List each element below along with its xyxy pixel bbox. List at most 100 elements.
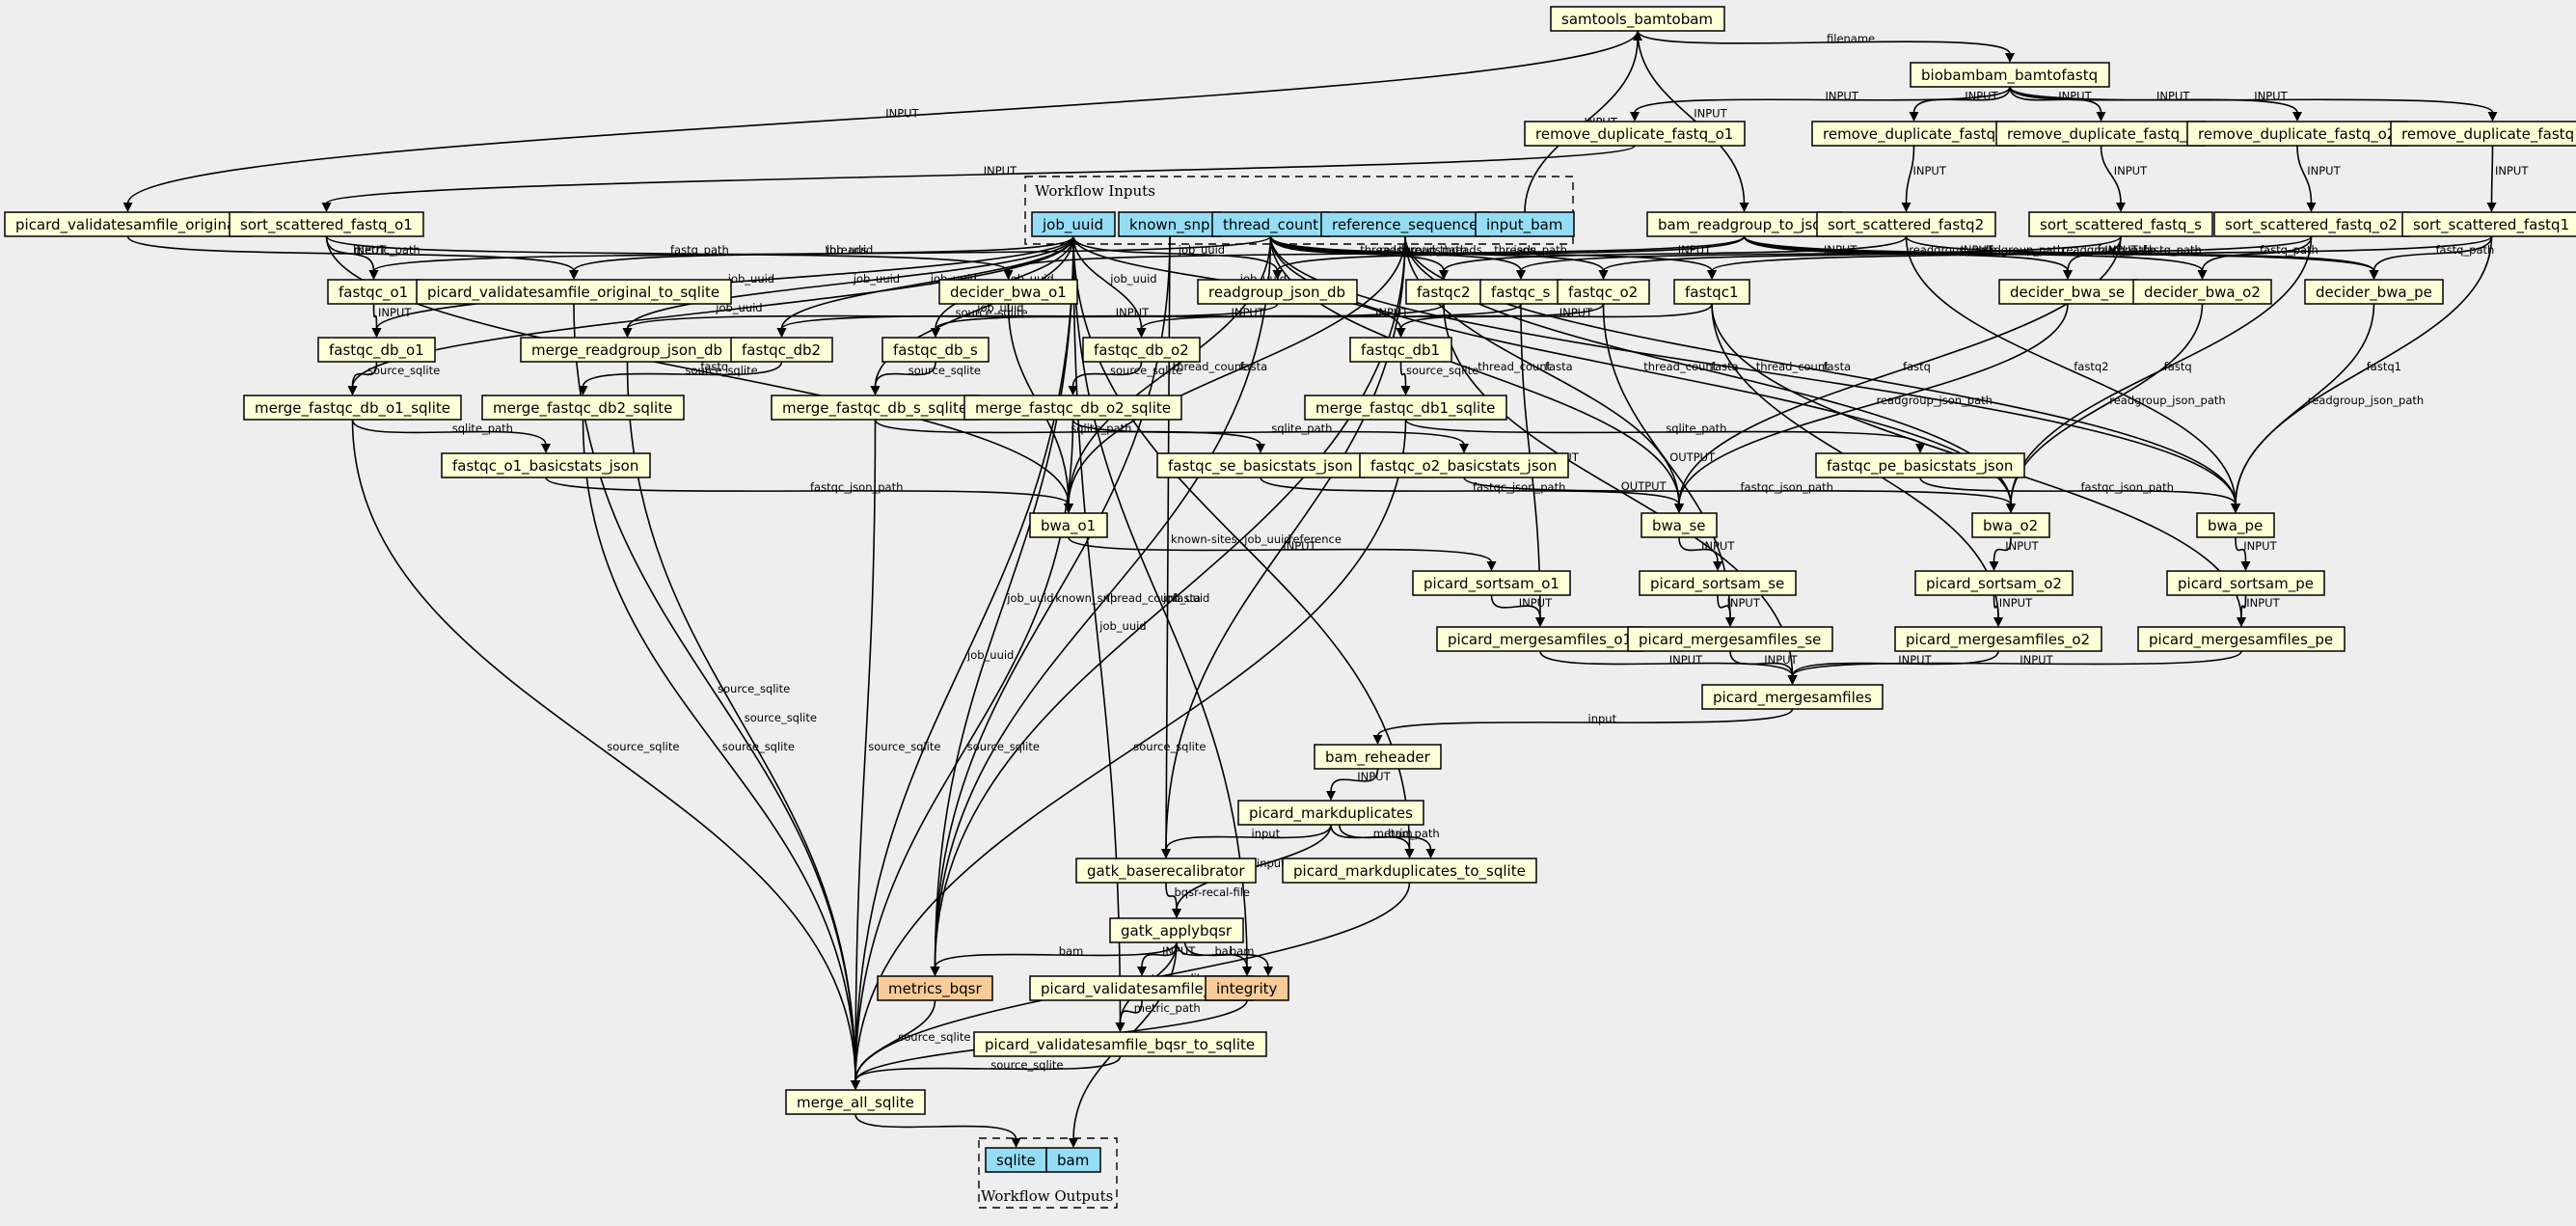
node-remove-duplicate-fastq1[interactable]: remove_duplicate_fastq1 — [2390, 121, 2576, 147]
node-gatk-applybqsr[interactable]: gatk_applybqsr — [1109, 917, 1244, 943]
node-decider-bwa-pe[interactable]: decider_bwa_pe — [2304, 279, 2444, 305]
node-decider-bwa-o2[interactable]: decider_bwa_o2 — [2132, 279, 2272, 305]
edge-label: readgroup_path — [2062, 243, 2150, 257]
node-fastqc-db1[interactable]: fastqc_db1 — [1349, 337, 1452, 363]
node-fastqc-db-s[interactable]: fastqc_db_s — [881, 337, 990, 363]
node-biobambam-bamtofastq[interactable]: biobambam_bamtofastq — [1910, 62, 2110, 88]
node-picard-markduplicates[interactable]: picard_markduplicates — [1237, 800, 1424, 826]
node-sort-scattered-fastq-o1[interactable]: sort_scattered_fastq_o1 — [229, 211, 424, 237]
node-box — [1320, 211, 1490, 237]
node-fastqc-pe-basicstats-json[interactable]: fastqc_pe_basicstats_json — [1815, 452, 2025, 478]
node-picard-mergesamfiles-o1[interactable]: picard_mergesamfiles_o1 — [1436, 626, 1644, 652]
node-known-snp[interactable]: known_snp — [1118, 211, 1222, 237]
edge-label: threads — [1360, 243, 1402, 257]
node-remove-duplicate-fastq-o2[interactable]: remove_duplicate_fastq_o2 — [2186, 121, 2408, 147]
node-box — [1646, 211, 1842, 237]
edge-line — [1119, 999, 1143, 1024]
node-thread-count[interactable]: thread_count — [1211, 211, 1330, 237]
node-fastqc-o2-basicstats-json[interactable]: fastqc_o2_basicstats_json — [1359, 452, 1569, 478]
node-reference-sequence[interactable]: reference_sequence — [1320, 211, 1490, 237]
node-fastqc-o1[interactable]: fastqc_o1 — [327, 279, 420, 305]
node-label: remove_duplicate_fastq1 — [2401, 125, 2576, 144]
edge: INPUT — [1136, 303, 1605, 338]
node-picard-validatesamfile-bqsr-to-sqlite[interactable]: picard_validatesamfile_bqsr_to_sqlite — [973, 1031, 1267, 1057]
node-merge-fastqc-db1-sqlite[interactable]: merge_fastqc_db1_sqlite — [1304, 395, 1507, 421]
node-label: fastqc_o1_basicstats_json — [452, 457, 638, 476]
node-merge-readgroup-json-db[interactable]: merge_readgroup_json_db — [520, 337, 735, 363]
node-metrics-bqsr[interactable]: metrics_bqsr — [877, 975, 993, 1001]
node-merge-fastqc-db-o2-sqlite[interactable]: merge_fastqc_db_o2_sqlite — [963, 395, 1182, 421]
node-decider-bwa-se[interactable]: decider_bwa_se — [1998, 279, 2137, 305]
node-merge-fastqc-db2-sqlite[interactable]: merge_fastqc_db2_sqlite — [481, 395, 685, 421]
node-picard-sortsam-o1[interactable]: picard_sortsam_o1 — [1412, 570, 1571, 596]
node-fastqc-o2[interactable]: fastqc_o2 — [1557, 279, 1650, 305]
node-fastqc-s[interactable]: fastqc_s — [1479, 279, 1562, 305]
node-picard-mergesamfiles-o2[interactable]: picard_mergesamfiles_o2 — [1894, 626, 2102, 652]
node-sort-scattered-fastq2[interactable]: sort_scattered_fastq2 — [1816, 211, 1996, 237]
node-merge-fastqc-db-o1-sqlite[interactable]: merge_fastqc_db_o1_sqlite — [243, 395, 462, 421]
node-fastqc-o1-basicstats-json[interactable]: fastqc_o1_basicstats_json — [441, 452, 651, 478]
node-job-uuid[interactable]: job_uuid — [1031, 211, 1116, 237]
node-remove-duplicate-fastq2[interactable]: remove_duplicate_fastq2 — [1811, 121, 2017, 147]
node-box — [2304, 279, 2444, 305]
node-picard-mergesamfiles-pe[interactable]: picard_mergesamfiles_pe — [2137, 626, 2346, 652]
node-fastqc1[interactable]: fastqc1 — [1673, 279, 1750, 305]
arrowhead — [122, 203, 133, 212]
node-box — [520, 337, 735, 363]
edge: INPUT — [122, 30, 1639, 212]
node-fastqc2[interactable]: fastqc2 — [1405, 279, 1482, 305]
node-sort-scattered-fastq-o2[interactable]: sort_scattered_fastq_o2 — [2213, 211, 2409, 237]
node-merge-all-sqlite[interactable]: merge_all_sqlite — [785, 1089, 926, 1115]
node-decider-bwa-o1[interactable]: decider_bwa_o1 — [938, 279, 1078, 305]
edge: sqlite_path — [351, 419, 551, 453]
node-fastqc-db-o1[interactable]: fastqc_db_o1 — [317, 337, 436, 363]
edge: INPUT — [1717, 594, 1761, 627]
node-label: remove_duplicate_fastq2 — [1823, 125, 2005, 144]
node-fastqc-db-o2[interactable]: fastqc_db_o2 — [1082, 337, 1201, 363]
node-picard-mergesamfiles[interactable]: picard_mergesamfiles — [1701, 684, 1884, 710]
node-gatk-baserecalibrator[interactable]: gatk_baserecalibrator — [1075, 858, 1257, 884]
arrowhead — [1272, 270, 1283, 280]
node-bwa-o1[interactable]: bwa_o1 — [1029, 512, 1108, 538]
edge-label: INPUT — [1357, 770, 1391, 783]
node-bwa-o2[interactable]: bwa_o2 — [1971, 512, 2050, 538]
arrowhead — [1400, 386, 1411, 395]
arrowhead — [368, 270, 379, 280]
node-picard-sortsam-o2[interactable]: picard_sortsam_o2 — [1914, 570, 2074, 596]
edge-label: INPUT — [885, 107, 919, 121]
node-integrity[interactable]: integrity — [1205, 975, 1289, 1001]
node-bam-reheader[interactable]: bam_reheader — [1314, 744, 1442, 770]
edge-label: INPUT — [1913, 164, 1947, 177]
node-label: picard_markduplicates — [1249, 804, 1413, 823]
node-picard-validatesamfile-original-to-sqlite[interactable]: picard_validatesamfile_original_to_sqlit… — [416, 279, 732, 305]
node-sort-scattered-fastq1[interactable]: sort_scattered_fastq1 — [2401, 211, 2576, 237]
arrowhead — [1404, 849, 1415, 858]
node-box — [877, 975, 993, 1001]
node-input-bam[interactable]: input_bam — [1475, 211, 1575, 237]
node-picard-validatesamfile-original[interactable]: picard_validatesamfile_original — [4, 211, 252, 237]
node-samtools-bamtobam[interactable]: samtools_bamtobam — [1550, 6, 1725, 32]
node-out-bam[interactable]: bam — [1045, 1147, 1101, 1173]
node-fastqc-db2[interactable]: fastqc_db2 — [730, 337, 833, 363]
node-label: merge_fastqc_db2_sqlite — [493, 399, 672, 418]
node-picard-sortsam-se[interactable]: picard_sortsam_se — [1639, 570, 1797, 596]
node-bwa-pe[interactable]: bwa_pe — [2196, 512, 2275, 538]
node-bwa-se[interactable]: bwa_se — [1641, 512, 1718, 538]
edge-label: sqlite_path — [452, 422, 513, 435]
node-picard-markduplicates-to-sqlite[interactable]: picard_markduplicates_to_sqlite — [1282, 858, 1537, 884]
node-out-sqlite[interactable]: sqlite — [985, 1147, 1047, 1173]
node-picard-sortsam-pe[interactable]: picard_sortsam_pe — [2166, 570, 2325, 596]
node-picard-mergesamfiles-se[interactable]: picard_mergesamfiles_se — [1627, 626, 1833, 652]
node-label: sort_scattered_fastq_o1 — [240, 216, 413, 234]
node-remove-duplicate-fastq-s[interactable]: remove_duplicate_fastq_s — [1995, 121, 2207, 147]
node-box — [1045, 1147, 1101, 1173]
node-readgroup-json-db[interactable]: readgroup_json_db — [1197, 279, 1358, 305]
node-remove-duplicate-fastq-o1[interactable]: remove_duplicate_fastq_o1 — [1524, 121, 1746, 147]
edge-label: INPUT — [984, 164, 1017, 177]
node-merge-fastqc-db-s-sqlite[interactable]: merge_fastqc_db_s_sqlite — [771, 395, 980, 421]
node-bam-readgroup-to-json[interactable]: bam_readgroup_to_json — [1646, 211, 1842, 237]
node-sort-scattered-fastq-s[interactable]: sort_scattered_fastq_s — [2028, 211, 2213, 237]
node-fastqc-se-basicstats-json[interactable]: fastqc_se_basicstats_json — [1156, 452, 1365, 478]
edge-line — [1919, 477, 2237, 505]
arrowhead — [1486, 561, 1497, 571]
